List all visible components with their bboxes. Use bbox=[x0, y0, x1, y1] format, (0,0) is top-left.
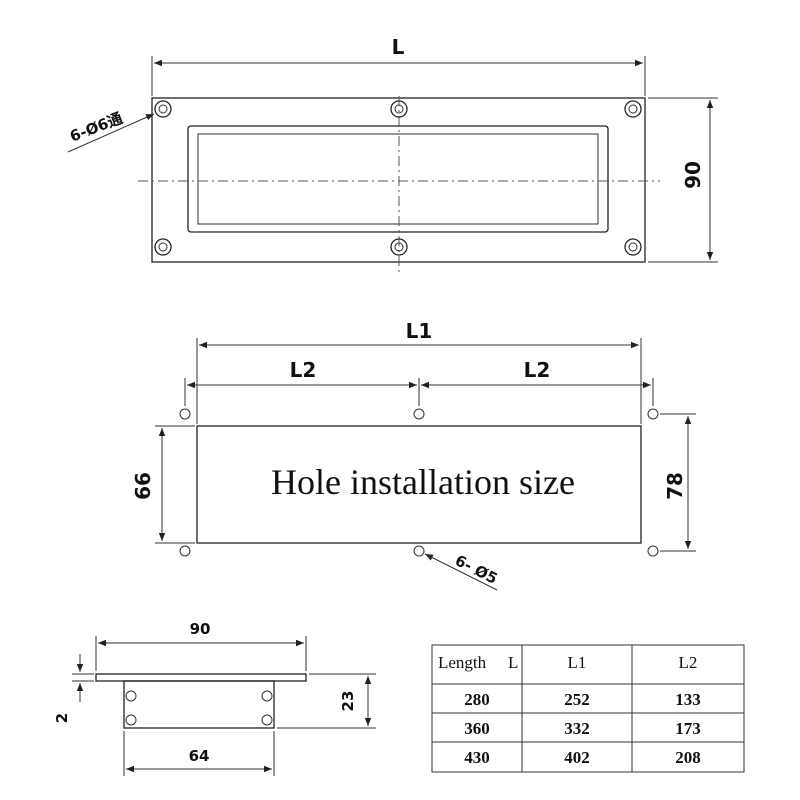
mounting-hole bbox=[624, 100, 642, 118]
length-label: L bbox=[392, 35, 405, 59]
side-flange bbox=[95, 673, 307, 682]
install-view: Hole installation size L1 L2 L2 66 bbox=[131, 319, 696, 591]
install-hole bbox=[647, 545, 659, 557]
table-header-l1: L1 bbox=[568, 653, 587, 672]
table-cell: 252 bbox=[564, 690, 590, 709]
table-cell: 402 bbox=[564, 748, 590, 767]
thickness-label: 2 bbox=[53, 713, 71, 723]
table-cell: 280 bbox=[464, 690, 490, 709]
table-cell: 208 bbox=[675, 748, 701, 767]
install-hole bbox=[413, 545, 425, 557]
table-cell: 360 bbox=[464, 719, 490, 738]
install-caption: Hole installation size bbox=[271, 462, 575, 502]
top-view: L 90 6-Ø6通 bbox=[67, 35, 718, 276]
table-header-l: L bbox=[508, 653, 518, 672]
install-hole-spec-label: 6- Ø5 bbox=[452, 551, 500, 588]
cutout-height-label: 66 bbox=[131, 472, 155, 500]
table-cell: 173 bbox=[675, 719, 701, 738]
hole-spec-label: 6-Ø6通 bbox=[67, 109, 125, 145]
mounting-hole bbox=[624, 238, 642, 256]
side-hole bbox=[125, 714, 137, 726]
table-cell: 332 bbox=[564, 719, 590, 738]
side-hole bbox=[261, 714, 273, 726]
side-body bbox=[123, 680, 275, 729]
install-hole-leader bbox=[424, 553, 498, 591]
side-view: 90 2 23 64 bbox=[53, 620, 376, 776]
side-hole bbox=[125, 690, 137, 702]
mounting-hole bbox=[154, 100, 172, 118]
install-hole bbox=[413, 408, 425, 420]
mounting-hole bbox=[154, 238, 172, 256]
mounting-hole bbox=[390, 100, 408, 118]
depth-label: 23 bbox=[339, 691, 357, 712]
install-hole bbox=[179, 408, 191, 420]
table-cell: 430 bbox=[464, 748, 490, 767]
install-hole bbox=[647, 408, 659, 420]
table-header-l2: L2 bbox=[679, 653, 698, 672]
side-hole bbox=[261, 690, 273, 702]
mounting-holes bbox=[154, 100, 642, 256]
size-table: Length L L1 L2 280 252 133 360 332 173 4… bbox=[431, 644, 745, 773]
hole-leader-line bbox=[67, 113, 155, 153]
height-label: 90 bbox=[681, 161, 705, 189]
l2-right-label: L2 bbox=[524, 358, 551, 382]
mounting-hole bbox=[390, 238, 408, 256]
cutout-outline bbox=[196, 425, 642, 544]
install-hole bbox=[179, 545, 191, 557]
inner-width-label: 64 bbox=[189, 747, 210, 765]
table-cell: 133 bbox=[675, 690, 701, 709]
recess-inner bbox=[197, 133, 599, 225]
l2-left-label: L2 bbox=[290, 358, 317, 382]
recess-outer bbox=[187, 125, 609, 233]
table-border bbox=[431, 644, 745, 773]
l1-label: L1 bbox=[406, 319, 433, 343]
side-width-label: 90 bbox=[190, 620, 211, 638]
install-holes bbox=[179, 408, 659, 557]
hole-span-label: 78 bbox=[663, 472, 687, 500]
table-header-length: Length bbox=[438, 653, 487, 672]
